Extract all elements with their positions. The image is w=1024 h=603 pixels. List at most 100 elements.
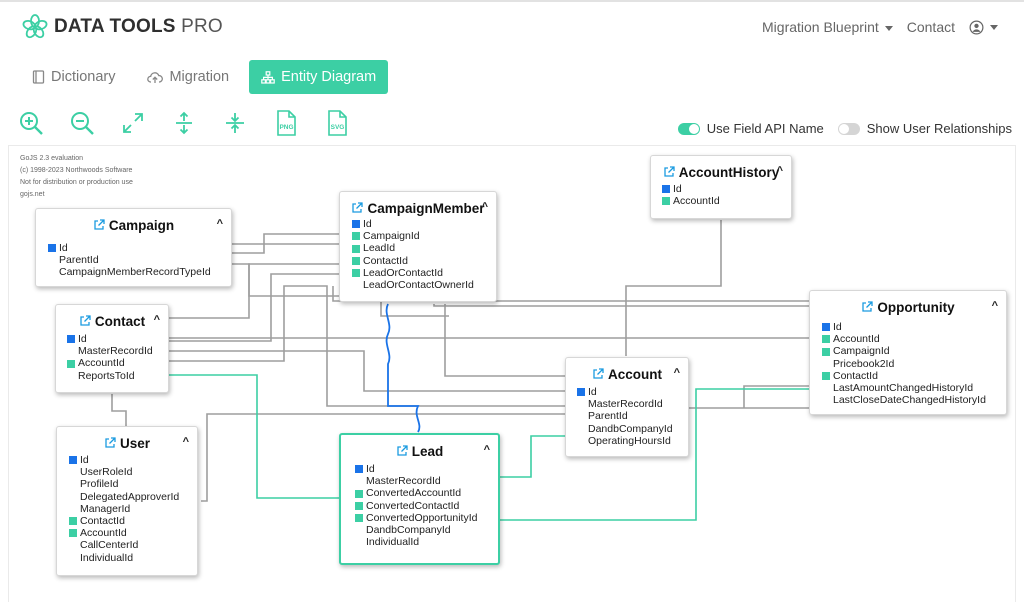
primary-key-marker bbox=[662, 185, 670, 194]
entity-lead[interactable]: Lead ^ Id MasterRecordId ConvertedAccoun… bbox=[339, 433, 500, 565]
entity-title: Campaign bbox=[108, 218, 175, 233]
field-row: Id bbox=[577, 386, 688, 398]
lead-campaign-member-link bbox=[385, 303, 421, 433]
field-list: Id UserRoleId ProfileId DelegatedApprove… bbox=[57, 454, 197, 564]
zoom-in-button[interactable] bbox=[16, 108, 46, 138]
collapse-chevron-icon[interactable]: ^ bbox=[182, 436, 189, 448]
fit-to-screen-button[interactable] bbox=[118, 108, 148, 138]
field-list: Id MasterRecordId ParentId DandbCompanyI… bbox=[566, 386, 688, 447]
entity-diagram-canvas[interactable]: GoJS 2.3 evaluation (c) 1998-2023 Northw… bbox=[8, 145, 1016, 602]
collapse-chevron-icon[interactable]: ^ bbox=[776, 165, 783, 177]
show-user-relationships-toggle[interactable]: Show User Relationships bbox=[837, 121, 1012, 136]
tab-migration[interactable]: Migration bbox=[135, 60, 242, 94]
foreign-key-marker bbox=[69, 529, 77, 538]
entity-contact[interactable]: Contact ^ Id MasterRecordId AccountId Re… bbox=[55, 304, 169, 393]
collapse-vertical-button[interactable] bbox=[220, 108, 250, 138]
collapse-chevron-icon[interactable]: ^ bbox=[481, 201, 488, 213]
collapse-chevron-icon[interactable]: ^ bbox=[153, 314, 160, 326]
tab-entity-diagram[interactable]: Entity Diagram bbox=[249, 60, 389, 94]
field-row: AccountId bbox=[822, 333, 1006, 345]
use-field-api-name-toggle[interactable]: Use Field API Name bbox=[677, 121, 824, 136]
entity-campaignmember[interactable]: CampaignMember ^ Id CampaignId LeadId Co… bbox=[339, 191, 497, 302]
notice-line: gojs.net bbox=[20, 191, 45, 198]
collapse-chevron-icon[interactable]: ^ bbox=[216, 218, 223, 230]
field-marker bbox=[822, 360, 830, 368]
field-name: ConvertedContactId bbox=[366, 499, 460, 512]
user-relationships-switch[interactable] bbox=[837, 122, 860, 135]
diagram-toolbar: PNG SVG bbox=[16, 108, 352, 138]
external-link-icon[interactable] bbox=[351, 202, 364, 214]
field-row: ProfileId bbox=[69, 478, 197, 490]
collapse-chevron-icon[interactable]: ^ bbox=[991, 300, 998, 312]
field-row: OperatingHoursId bbox=[577, 435, 688, 447]
field-row: Pricebook2Id bbox=[822, 358, 1006, 370]
entity-user[interactable]: User ^ Id UserRoleId ProfileId Delegated… bbox=[56, 426, 198, 576]
tab-dictionary[interactable]: Dictionary bbox=[20, 60, 128, 94]
export-svg-button[interactable]: SVG bbox=[322, 108, 352, 138]
expand-vertical-button[interactable] bbox=[169, 108, 199, 138]
entity-title: Lead bbox=[411, 444, 444, 459]
field-marker bbox=[352, 281, 360, 289]
gojs-evaluation-notice: GoJS 2.3 evaluation (c) 1998-2023 Northw… bbox=[20, 153, 133, 201]
field-name: DandbCompanyId bbox=[366, 524, 451, 537]
collapse-chevron-icon[interactable]: ^ bbox=[673, 367, 680, 379]
entity-accounthistory[interactable]: AccountHistory ^ Id AccountId bbox=[650, 155, 792, 219]
export-png-button[interactable]: PNG bbox=[271, 108, 301, 138]
field-name: ContactId bbox=[363, 254, 408, 267]
field-marker bbox=[355, 526, 363, 534]
entity-account[interactable]: Account ^ Id MasterRecordId ParentId Dan… bbox=[565, 357, 689, 457]
svg-export-icon: SVG bbox=[328, 110, 347, 136]
png-export-icon: PNG bbox=[277, 110, 296, 136]
collapse-chevron-icon[interactable]: ^ bbox=[483, 444, 490, 456]
field-marker bbox=[69, 481, 77, 489]
relationship-link bbox=[433, 304, 809, 307]
user-menu[interactable] bbox=[969, 20, 998, 35]
field-row: UserRoleId bbox=[69, 466, 197, 478]
field-row: MasterRecordId bbox=[577, 398, 688, 410]
api-name-switch[interactable] bbox=[677, 122, 700, 135]
cloud-upload-icon bbox=[147, 71, 164, 83]
field-name: Id bbox=[366, 463, 375, 475]
field-row: IndividualId bbox=[355, 536, 498, 548]
entity-header: User ^ bbox=[57, 436, 197, 452]
brand-logo[interactable]: DATA TOOLS PRO bbox=[22, 14, 223, 40]
migration-blueprint-menu[interactable]: Migration Blueprint bbox=[762, 19, 893, 35]
external-link-icon[interactable] bbox=[663, 166, 675, 178]
field-row: Id bbox=[822, 321, 1006, 333]
field-name: MasterRecordId bbox=[588, 398, 663, 411]
field-name: CallCenterId bbox=[80, 539, 139, 552]
converted-account-link bbox=[499, 435, 565, 478]
entity-opportunity[interactable]: Opportunity ^ Id AccountId CampaignId Pr… bbox=[809, 290, 1007, 415]
svg-label: SVG bbox=[331, 124, 345, 131]
zoom-out-button[interactable] bbox=[67, 108, 97, 138]
field-name: Id bbox=[363, 218, 372, 230]
entity-campaign[interactable]: Campaign ^ Id ParentId CampaignMemberRec… bbox=[35, 208, 232, 287]
entity-title: Contact bbox=[94, 314, 146, 329]
contact-link[interactable]: Contact bbox=[906, 19, 955, 35]
entity-header: Contact ^ bbox=[56, 314, 168, 330]
relationship-link bbox=[231, 233, 339, 254]
field-marker bbox=[577, 400, 585, 408]
field-row: ManagerId bbox=[69, 503, 197, 515]
field-name: Id bbox=[80, 454, 89, 466]
field-list: Id AccountId bbox=[651, 183, 791, 207]
entity-title: Opportunity bbox=[877, 300, 955, 315]
field-row: Id bbox=[69, 454, 197, 466]
foreign-key-marker bbox=[69, 517, 77, 526]
external-link-icon[interactable] bbox=[79, 315, 91, 327]
external-link-icon[interactable] bbox=[396, 445, 408, 457]
field-marker bbox=[577, 437, 585, 445]
external-link-icon[interactable] bbox=[592, 368, 604, 380]
foreign-key-marker bbox=[352, 268, 360, 277]
entity-title: CampaignMember bbox=[367, 201, 485, 216]
external-link-icon[interactable] bbox=[93, 219, 105, 231]
foreign-key-marker bbox=[822, 335, 830, 344]
field-name: LastCloseDateChangedHistoryId bbox=[833, 394, 986, 407]
external-link-icon[interactable] bbox=[861, 301, 874, 313]
relationship-link bbox=[231, 263, 449, 317]
field-marker bbox=[822, 384, 830, 392]
field-list: Id CampaignId LeadId ContactId LeadOrCon… bbox=[340, 218, 496, 291]
field-row: DandbCompanyId bbox=[355, 524, 498, 536]
external-link-icon[interactable] bbox=[104, 437, 116, 449]
collapse-vertical-icon bbox=[226, 113, 244, 133]
